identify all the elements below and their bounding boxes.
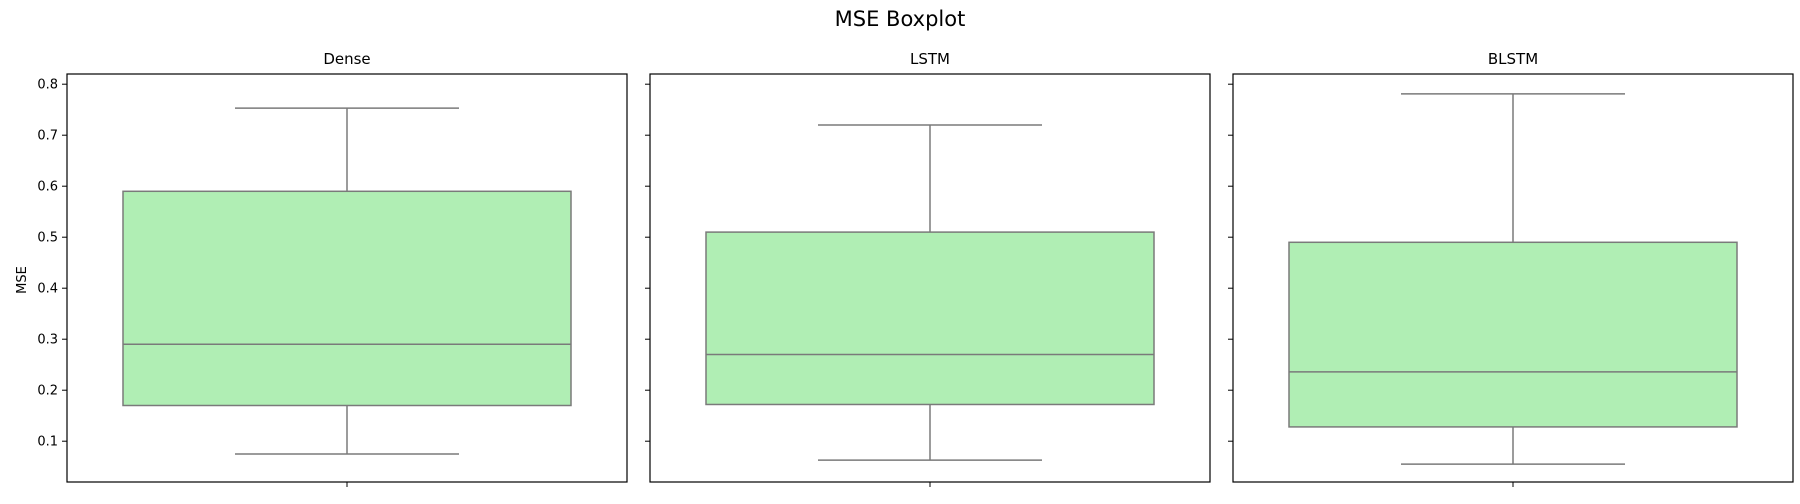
y-tick-label: 0.2 bbox=[37, 384, 58, 399]
panels-group: Dense 0.1 0.2 0.3 0.4 0.5 0.6 0.7 0.8 LSTM BLSTM bbox=[37, 50, 1794, 487]
y-tick-label: 0.6 bbox=[37, 180, 58, 195]
panel-blstm: BLSTM bbox=[1228, 50, 1794, 487]
box-iqr bbox=[122, 190, 572, 407]
figure-title: MSE Boxplot bbox=[835, 7, 966, 31]
box-iqr bbox=[1288, 241, 1738, 428]
y-tick-label: 0.7 bbox=[37, 129, 58, 144]
panel-title-dense: Dense bbox=[323, 50, 370, 68]
panel-lstm: LSTM bbox=[645, 50, 1211, 487]
y-tick-label: 0.3 bbox=[37, 333, 58, 348]
y-axis-label: MSE bbox=[15, 266, 30, 294]
box-iqr bbox=[705, 231, 1155, 406]
y-tick-label: 0.8 bbox=[37, 78, 58, 93]
y-tick-label: 0.5 bbox=[37, 231, 58, 246]
panel-dense: Dense 0.1 0.2 0.3 0.4 0.5 0.6 0.7 0.8 bbox=[37, 50, 628, 487]
panel-title-blstm: BLSTM bbox=[1488, 50, 1538, 68]
panel-title-lstm: LSTM bbox=[910, 50, 950, 68]
y-tick-label: 0.4 bbox=[37, 282, 58, 297]
y-tick-label: 0.1 bbox=[37, 435, 58, 450]
